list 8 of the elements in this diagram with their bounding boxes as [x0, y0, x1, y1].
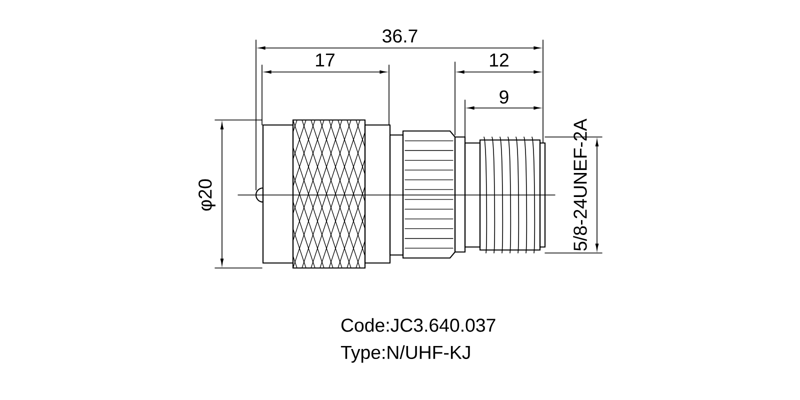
dimension-label: 12 [490, 53, 508, 67]
thread-label: 5/8-24UNEF-2A [573, 118, 587, 251]
code-label: Code:JC3.640.037 [341, 318, 496, 332]
dimension-label: φ20 [198, 179, 216, 211]
dimension-label: 9 [500, 90, 508, 104]
dimension-label: 17 [316, 54, 334, 66]
type-label: Type:N/UHF-KJ [340, 345, 470, 363]
dimension-label: 36.7 [382, 29, 418, 43]
